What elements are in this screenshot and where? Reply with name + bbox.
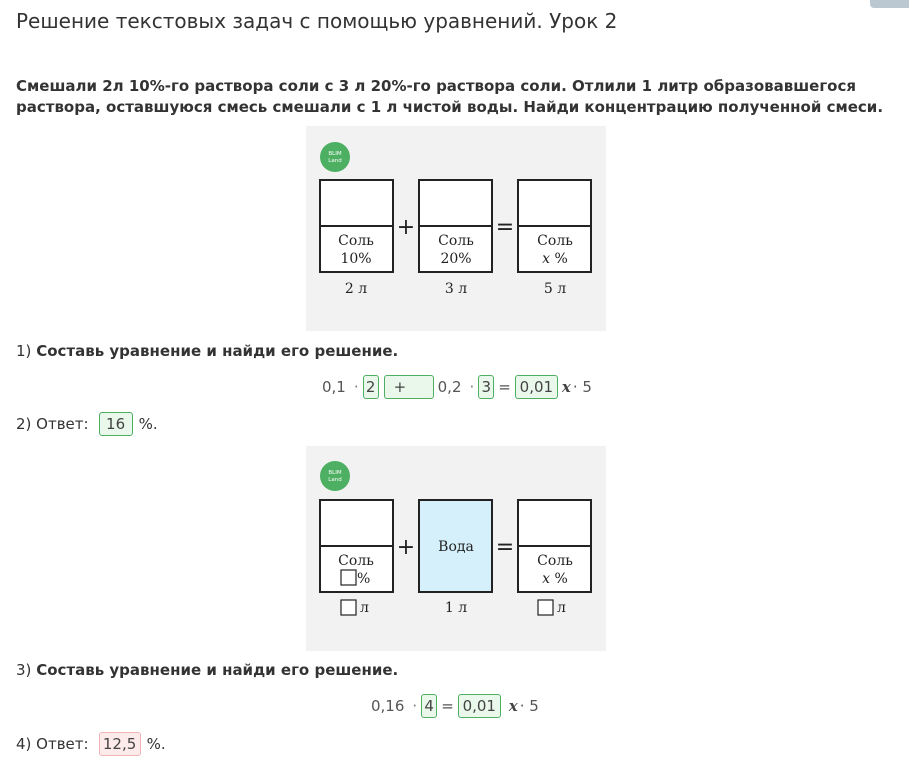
corner-tab[interactable] (870, 0, 909, 8)
vessel-1: Соль % (319, 499, 394, 593)
equation-1: 0,1 · 2 + 0,2 · 3 = 0,01 x · 5 (322, 374, 596, 400)
vessel-2: Соль 20% (418, 179, 493, 273)
eq2-input-2[interactable]: 0,01 (457, 694, 501, 718)
vessel-1-volume-blank (340, 599, 357, 616)
vessel-1: Соль 10% (319, 179, 394, 273)
vessel-3: Соль x % (517, 499, 592, 593)
vessel-2-label: Вода (438, 539, 474, 555)
plus-sign: + (397, 535, 415, 560)
answer-1-input[interactable]: 16 (98, 412, 133, 436)
vessel-2-volume: 3 л (445, 281, 467, 297)
plus-sign: + (397, 215, 415, 240)
vessel-3-label: Соль (537, 553, 573, 569)
svg-text:BLIM: BLIM (328, 151, 341, 157)
mixing-diagram-1: BLIM Land Соль 10% 2 л + Соль 20% 3 л = … (306, 126, 606, 331)
eq2-var: x (508, 697, 518, 715)
equation-2: 0,16 · 4 = 0,01 x · 5 (371, 693, 543, 719)
vessel-2-volume: 1 л (445, 600, 467, 616)
vessel-1-volume: 2 л (345, 281, 367, 297)
vessel-1-label: Соль (338, 233, 374, 249)
vessel-3: Соль x % (517, 179, 592, 273)
svg-text:Land: Land (328, 158, 341, 164)
vessel-2-water: Вода (418, 499, 493, 593)
equals-sign: = (496, 215, 514, 240)
vessel-1-percent: 10% (340, 251, 371, 267)
vessel-2-label: Соль (438, 233, 474, 249)
svg-text:Land: Land (328, 477, 341, 483)
eq1-var: x (561, 378, 571, 396)
mixing-diagram-2: BLIM Land Соль % л + Вода 1 л = Соль x % (306, 446, 606, 651)
vessel-1-percent-blank (340, 569, 357, 586)
vessel-3-percent: x % (542, 251, 568, 267)
page-title: Решение текстовых задач с помощью уравне… (16, 9, 618, 33)
step-4: 4) Ответ: 12,5 %. (16, 732, 166, 756)
step-2: 2) Ответ: 16 %. (16, 412, 158, 436)
eq1-input-operator[interactable]: + (383, 375, 434, 399)
eq1-input-3[interactable]: 0,01 (514, 375, 558, 399)
svg-text:%: % (357, 571, 370, 587)
eq1-input-1[interactable]: 2 (362, 375, 379, 399)
problem-text: Смешали 2л 10%-го раствора соли с 3 л 20… (16, 77, 884, 116)
eq2-coef1: 0,16 (371, 697, 405, 715)
vessel-1-label: Соль (338, 553, 374, 569)
equals-sign: = (496, 535, 514, 560)
svg-text:л: л (360, 600, 369, 616)
vessel-2-percent: 20% (440, 251, 471, 267)
logo: BLIM Land (320, 142, 350, 172)
eq1-coef1: 0,1 (322, 378, 346, 396)
eq1-input-2[interactable]: 3 (478, 375, 495, 399)
logo: BLIM Land (320, 461, 350, 491)
svg-text:л: л (557, 600, 566, 616)
vessel-3-label: Соль (537, 233, 573, 249)
eq1-coef2: 0,2 (437, 378, 462, 396)
svg-text:BLIM: BLIM (328, 470, 341, 476)
vessel-3-volume: 5 л (544, 281, 566, 297)
step-3: 3) Составь уравнение и найди его решение… (16, 661, 399, 679)
answer-2-input[interactable]: 12,5 (98, 732, 141, 756)
eq2-input-1[interactable]: 4 (421, 694, 438, 718)
step-1: 1) Составь уравнение и найди его решение… (16, 342, 399, 360)
vessel-3-volume-blank (537, 599, 554, 616)
vessel-3-percent: x % (542, 571, 568, 587)
